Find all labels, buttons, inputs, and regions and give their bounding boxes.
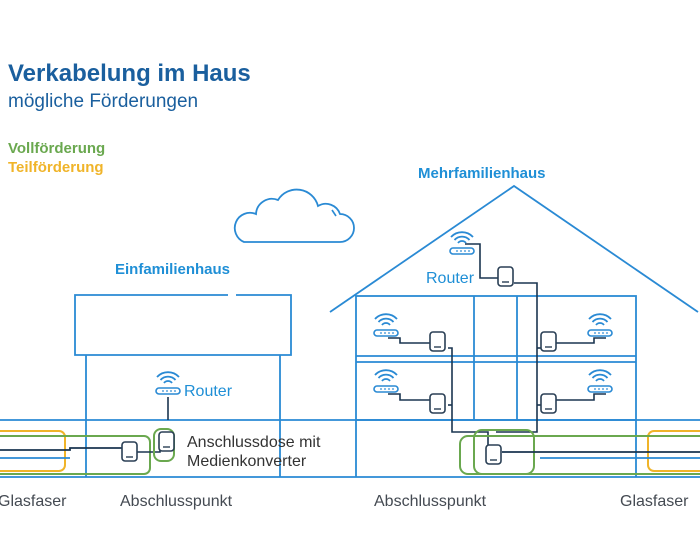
cloud-icon xyxy=(233,188,355,243)
media-converter-icon xyxy=(540,331,557,352)
termination-label-right: Abschlusspunkt xyxy=(374,493,487,510)
media-converter-icon xyxy=(158,431,175,452)
mfh-wiring xyxy=(388,243,606,446)
router-label-efh: Router xyxy=(184,383,233,400)
wifi-router-icon xyxy=(449,231,475,255)
outlet-label: Anschlussdose mit Medienkonverter xyxy=(187,433,320,471)
page-title: Verkabelung im Haus xyxy=(8,60,251,87)
page-subtitle: mögliche Förderungen xyxy=(8,91,199,112)
single-family-house-title: Einfamilienhaus xyxy=(115,261,231,278)
outlet-label-line1: Anschlussdose mit xyxy=(187,434,321,451)
termination-label-left: Abschlusspunkt xyxy=(120,493,233,510)
wifi-router-icon xyxy=(587,369,613,393)
media-converter-icon xyxy=(429,393,446,414)
multi-family-house xyxy=(329,184,699,477)
wifi-router-icon xyxy=(373,369,399,393)
media-converter-icon xyxy=(121,441,138,462)
media-converter-icon xyxy=(497,266,514,287)
fiber-label-right: Glasfaser xyxy=(620,493,689,510)
multi-family-house-title: Mehrfamilienhaus xyxy=(418,165,546,182)
mfh-fiber-cable xyxy=(459,429,700,475)
wifi-router-icon xyxy=(155,371,181,395)
single-family-house xyxy=(74,294,292,477)
legend-full-funding: Vollförderung xyxy=(8,140,106,157)
outlet-label-line2: Medienkonverter xyxy=(187,453,307,470)
wifi-router-icon xyxy=(373,313,399,337)
router-label-mfh: Router xyxy=(426,270,475,287)
fiber-label-left: Glasfaser xyxy=(0,493,67,510)
media-converter-icon xyxy=(540,393,557,414)
media-converter-icon xyxy=(429,331,446,352)
media-converter-icon xyxy=(485,444,502,465)
legend-partial-funding: Teilförderung xyxy=(8,159,104,176)
efh-fiber-cable xyxy=(0,397,175,475)
wifi-router-icon xyxy=(587,313,613,337)
